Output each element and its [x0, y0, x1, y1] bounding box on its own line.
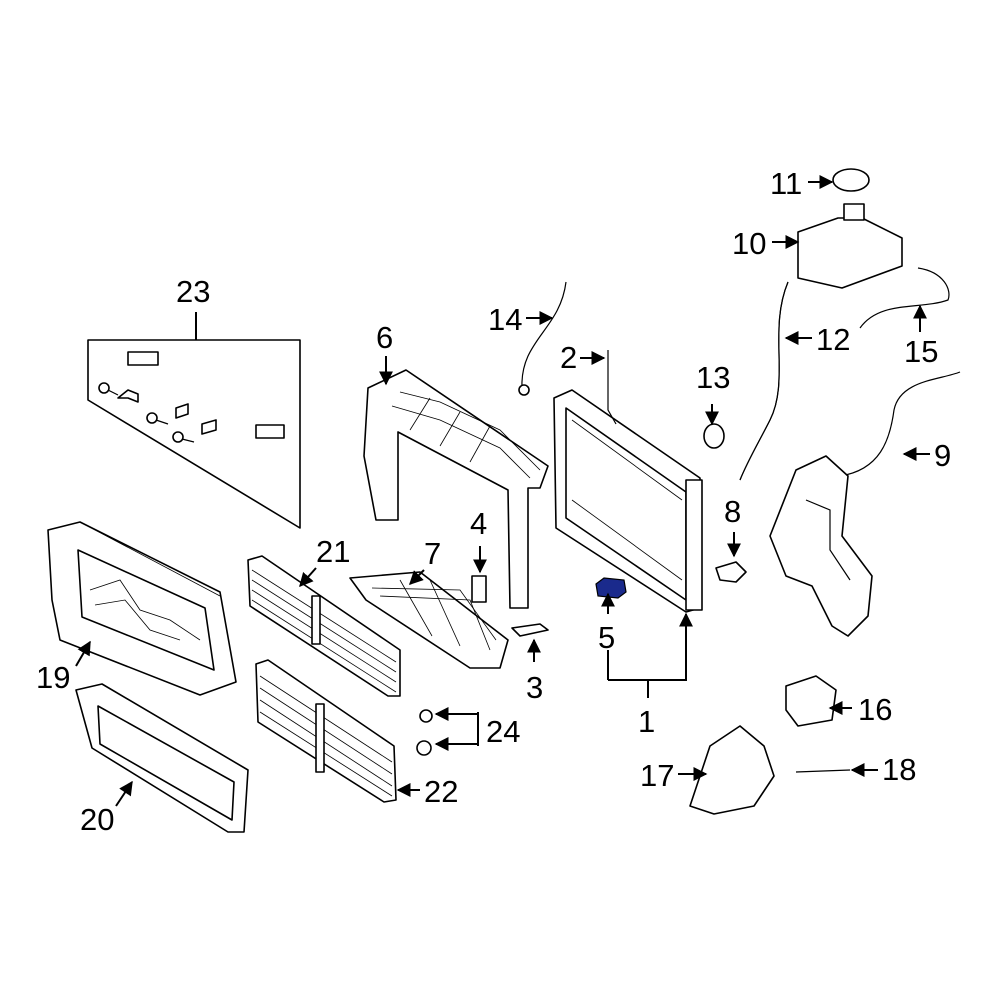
part-22-lower-shutter: [255, 659, 397, 803]
callout-24: 24: [486, 714, 520, 749]
callout-19: 19: [36, 660, 70, 695]
callout-21: 21: [316, 534, 350, 569]
part-21-upper-shutter: [247, 555, 401, 697]
callout-18: 18: [882, 752, 916, 787]
callout-11: 11: [770, 166, 802, 201]
part-23-hardware-kit: [87, 312, 301, 529]
part-20-seal-frame: [75, 683, 249, 833]
highlighted-part-shape: [595, 577, 627, 599]
part-3-bracket: [511, 623, 549, 637]
part-10-expansion-tank: [797, 203, 903, 289]
part-6-radiator-support: [363, 369, 549, 609]
callout-23: 23: [176, 274, 210, 309]
callout-7: 7: [424, 536, 441, 571]
callout-16: 16: [858, 692, 892, 727]
callout-8: 8: [724, 494, 741, 529]
callout-22: 22: [424, 774, 458, 809]
part-9-line: [839, 371, 961, 477]
callout-2: 2: [560, 340, 577, 375]
part-13-plug: [703, 423, 725, 449]
part-18-strap: [795, 769, 851, 773]
callout-1: 1: [638, 704, 655, 739]
part-17-bracket: [689, 725, 775, 815]
part-4-clip: [471, 575, 487, 603]
callout-labels: 1 2 3 4 5 6 7 8 9 10 11 12 13 14 15 16 1…: [36, 166, 951, 837]
part-24-bolts: [416, 709, 433, 756]
part-15-line: [859, 267, 950, 329]
callout-12: 12: [816, 322, 850, 357]
leader-lines: [75, 175, 930, 807]
callout-14: 14: [488, 302, 522, 337]
callout-15: 15: [904, 334, 938, 369]
part-1-radiator: [553, 389, 703, 613]
part-8-connector: [715, 561, 747, 583]
callout-13: 13: [696, 360, 730, 395]
part-19-air-guide: [47, 521, 237, 696]
callout-5: 5: [598, 620, 615, 655]
callout-20: 20: [80, 802, 114, 837]
part-2-bracket: [607, 350, 617, 425]
part-5-sensor-highlighted: [595, 577, 627, 599]
pump-housing-assembly: [769, 455, 873, 637]
part-11-cap: [832, 168, 870, 192]
part-14-hose: [518, 281, 567, 396]
callout-6: 6: [376, 320, 393, 355]
callout-9: 9: [934, 438, 951, 473]
part-16-pump: [785, 675, 837, 727]
callout-17: 17: [640, 758, 674, 793]
part-12-hose: [739, 281, 789, 481]
callout-3: 3: [526, 670, 543, 705]
callout-4: 4: [470, 506, 487, 541]
callout-10: 10: [732, 226, 766, 261]
